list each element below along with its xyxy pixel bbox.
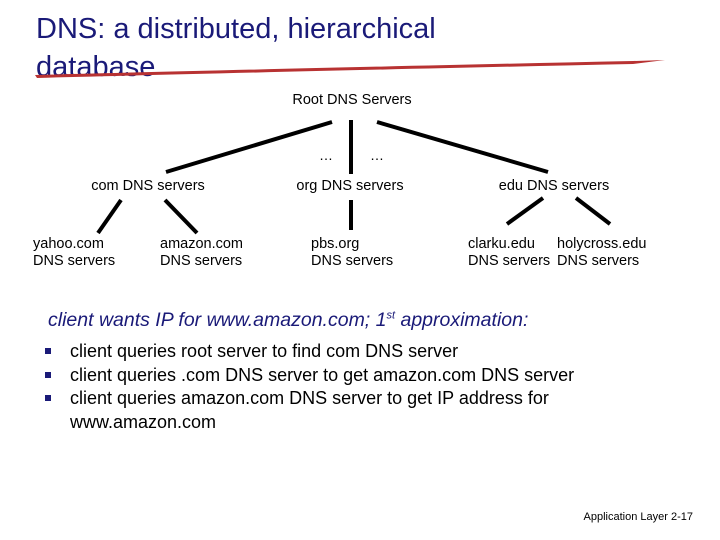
square-bullet-icon (45, 348, 51, 354)
tree-node-yahoo-com-dns-servers: yahoo.com DNS servers (33, 236, 116, 269)
tree-node-edu-dns-servers: edu DNS servers (498, 178, 610, 194)
square-bullet-icon (45, 395, 51, 401)
tree-node-pbs-org-dns-servers: pbs.org DNS servers (311, 236, 394, 269)
page-title: DNS: a distributed, hierarchical databas… (36, 13, 436, 83)
square-bullet-icon (45, 371, 51, 378)
tree-node-amazon-com-dns-servers: amazon.com DNS servers (160, 236, 244, 269)
list-item: client queries root server to find com D… (0, 340, 720, 364)
tree-connector-lines (96, 120, 612, 235)
lead-in-superscript: st (386, 309, 396, 322)
list-item-text: client queries amazon.com DNS server to … (70, 388, 549, 432)
list-item: client queries .com DNS server to get am… (0, 364, 720, 388)
tree-node-org-dns-servers: org DNS servers (296, 178, 404, 194)
list-item-text: client queries .com DNS server to get am… (70, 364, 575, 385)
lead-in-prefix: client wants IP for www.amazon.com; 1 (48, 309, 387, 331)
list-item-text: client queries root server to find com D… (70, 341, 459, 361)
bullet-list: client queries root server to find com D… (0, 340, 720, 434)
dns-hierarchy-diagram: Root DNS Servers … … com DNS servers org… (0, 90, 720, 290)
ellipsis-left: … (319, 147, 333, 163)
lead-in-suffix: approximation: (395, 309, 529, 331)
tree-node-com-dns-servers: com DNS servers (91, 178, 205, 194)
list-item: client queries amazon.com DNS server to … (0, 387, 720, 434)
lead-in-line: client wants IP for www.amazon.com; 1st … (48, 308, 528, 332)
tree-node-clarku-edu-dns-servers: clarku.edu DNS servers (468, 236, 551, 269)
tree-node-root-dns-servers: Root DNS Servers (292, 92, 412, 108)
ellipsis-right: … (370, 147, 384, 163)
slide-footer: Application Layer 2-17 (583, 511, 693, 523)
tree-node-holycross-edu-dns-servers: holycross.edu DNS servers (557, 236, 647, 269)
